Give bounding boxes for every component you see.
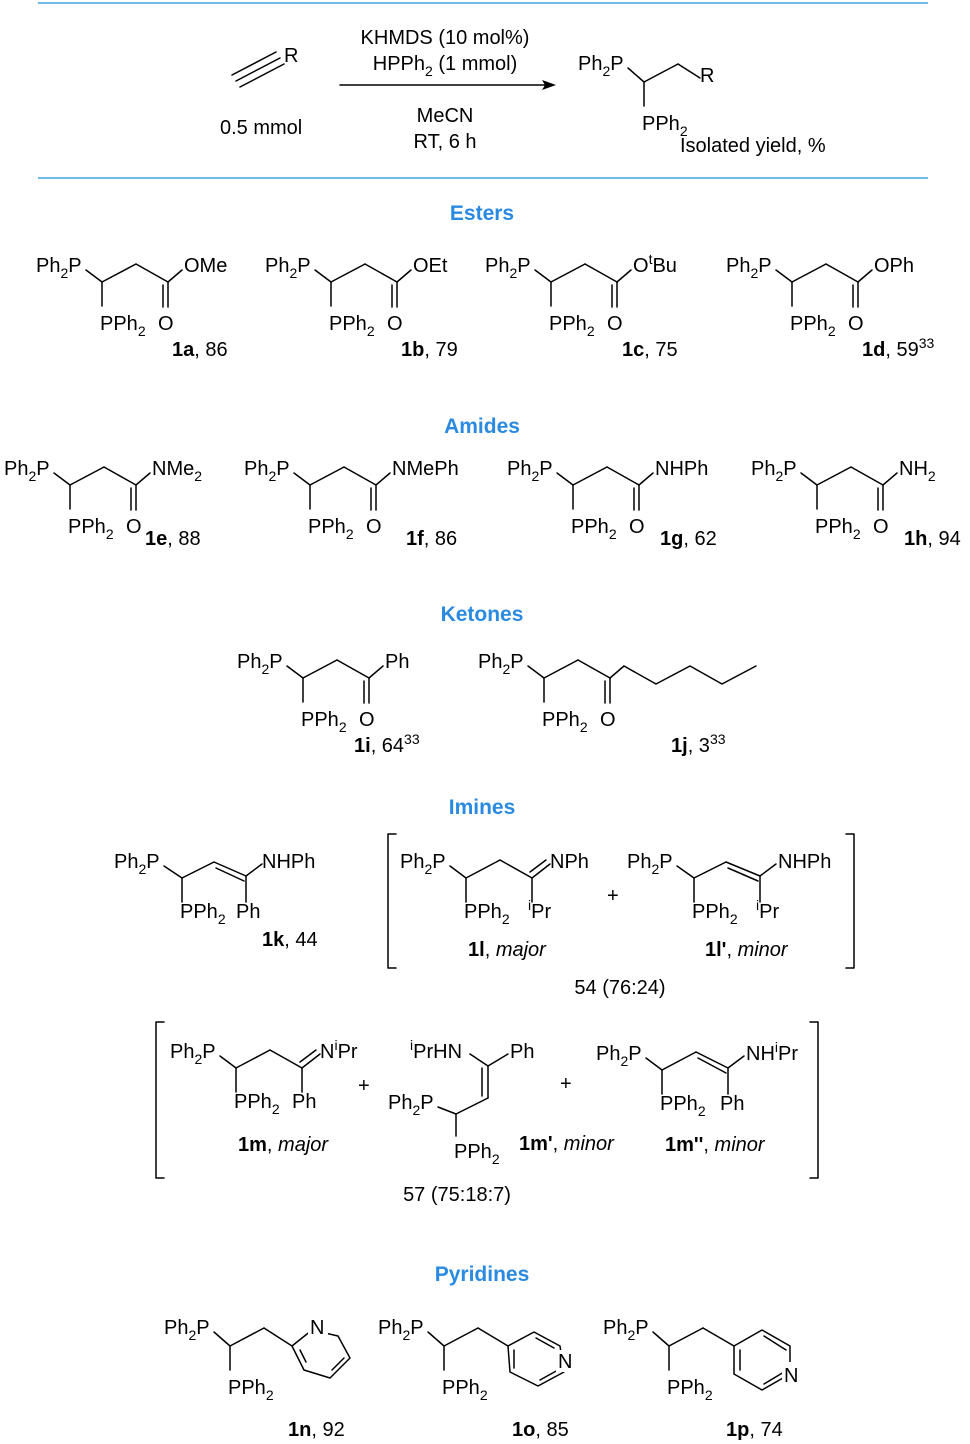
- alkyne-substrate: R 0.5 mmol: [220, 45, 302, 139]
- svg-text:NiPr: NiPr: [320, 1037, 358, 1063]
- yield-note: Isolated yield, %: [680, 135, 826, 157]
- substrate-amount: 0.5 mmol: [220, 117, 302, 139]
- svg-text:NHPh: NHPh: [655, 458, 708, 480]
- svg-text:1n, 92: 1n, 92: [288, 1419, 345, 1441]
- section-ketones: Ketones: [441, 603, 524, 626]
- svg-text:Ph: Ph: [385, 651, 409, 673]
- svg-text:1a, 86: 1a, 86: [172, 339, 228, 361]
- svg-text:1l', minor: 1l', minor: [705, 939, 789, 961]
- svg-text:Ph2P: Ph2P: [627, 851, 673, 877]
- compound-1l-prime: Ph2P NHPh PPh2 iPr 1l', minor: [627, 851, 831, 961]
- svg-text:iPr: iPr: [756, 897, 779, 923]
- svg-text:1m, major: 1m, major: [238, 1134, 329, 1156]
- svg-text:Ph2P: Ph2P: [170, 1041, 216, 1067]
- svg-text:Ph2P: Ph2P: [388, 1092, 434, 1118]
- reagent-khmds: KHMDS (10 mol%): [361, 27, 530, 49]
- svg-text:PPh2: PPh2: [234, 1091, 280, 1117]
- svg-text:PPh2: PPh2: [454, 1141, 500, 1167]
- svg-text:N: N: [558, 1351, 572, 1373]
- svg-text:OEt: OEt: [413, 255, 448, 277]
- plus-sign: +: [358, 1075, 370, 1097]
- svg-text:1f, 86: 1f, 86: [406, 528, 457, 550]
- compound-1p: N 1p, 74: [602, 1316, 802, 1441]
- reaction-arrow: KHMDS (10 mol%) HPPh2 (1 mmol) MeCN RT, …: [339, 27, 556, 153]
- ratio-1l: 54 (76:24): [574, 977, 665, 999]
- compound-1h: NH2 1h, 94: [750, 457, 961, 550]
- compound-1n: N 1n, 92: [163, 1316, 351, 1441]
- r-group: R: [284, 45, 298, 67]
- svg-text:Ph2P: Ph2P: [596, 1043, 642, 1069]
- svg-text:iPr: iPr: [528, 897, 551, 923]
- svg-text:NH2: NH2: [899, 458, 936, 484]
- section-imines: Imines: [449, 796, 516, 819]
- svg-text:PPh2: PPh2: [660, 1093, 706, 1119]
- reagent-hpph2: HPPh2 (1 mmol): [373, 53, 518, 79]
- svg-text:1p, 74: 1p, 74: [726, 1419, 783, 1441]
- svg-text:NPh: NPh: [550, 851, 589, 873]
- svg-text:1d, 5933: 1d, 5933: [862, 335, 934, 361]
- compound-1i: Ph 1i, 6433: [236, 650, 420, 757]
- plus-sign: +: [560, 1073, 572, 1095]
- compound-1m-double-prime: Ph2P NHiPr PPh2 Ph 1m'', minor: [596, 1039, 798, 1156]
- svg-text:OPh: OPh: [874, 255, 914, 277]
- compound-1j: 1j, 333: [477, 650, 757, 757]
- compound-1l: Ph2P NPh PPh2 iPr 1l, major: [400, 851, 589, 961]
- svg-text:NMe2: NMe2: [152, 458, 202, 484]
- svg-text:OMe: OMe: [184, 255, 227, 277]
- svg-text:R: R: [700, 65, 714, 87]
- bracket-1l-mixture: [387, 833, 855, 969]
- compound-1g: NHPh 1g, 62: [506, 457, 717, 550]
- section-esters: Esters: [450, 202, 514, 225]
- svg-text:1g, 62: 1g, 62: [660, 528, 717, 550]
- compound-1k: Ph2P NHPh PPh2 Ph 1k, 44: [114, 851, 318, 951]
- svg-text:1o, 85: 1o, 85: [512, 1419, 569, 1441]
- svg-text:NHPh: NHPh: [778, 851, 831, 873]
- compound-1c: OtBu 1c, 75: [484, 251, 678, 361]
- svg-text:PPh2: PPh2: [180, 901, 226, 927]
- compound-1m: Ph2P NiPr PPh2 Ph 1m, major: [170, 1037, 358, 1156]
- svg-text:N: N: [310, 1317, 324, 1339]
- svg-text:1j, 333: 1j, 333: [671, 731, 726, 757]
- compound-1f: NMePh 1f, 86: [243, 457, 459, 550]
- svg-text:OtBu: OtBu: [633, 251, 677, 277]
- svg-text:1l, major: 1l, major: [468, 939, 547, 961]
- svg-text:Ph: Ph: [292, 1091, 316, 1113]
- svg-text:Ph2P: Ph2P: [114, 851, 160, 877]
- svg-text:Ph: Ph: [510, 1041, 534, 1063]
- svg-text:1b, 79: 1b, 79: [401, 339, 458, 361]
- section-pyridines: Pyridines: [435, 1263, 530, 1286]
- svg-text:NHPh: NHPh: [262, 851, 315, 873]
- plus-sign: +: [607, 885, 619, 907]
- svg-text:1m', minor: 1m', minor: [519, 1133, 615, 1155]
- svg-text:N: N: [784, 1365, 798, 1387]
- ratio-1m: 57 (75:18:7): [403, 1184, 511, 1206]
- compound-1o: N 1o, 85: [377, 1316, 574, 1441]
- section-amides: Amides: [444, 415, 520, 438]
- svg-text:PPh2: PPh2: [464, 901, 510, 927]
- svg-text:1e, 88: 1e, 88: [145, 528, 201, 550]
- svg-text:Ph: Ph: [236, 901, 260, 923]
- compound-1d: OPh 1d, 5933: [725, 254, 934, 361]
- compound-1e: NMe2 1e, 88: [3, 457, 202, 550]
- compound-1a: OMe 1a, 86: [35, 254, 228, 361]
- svg-text:Ph: Ph: [720, 1093, 744, 1115]
- svg-text:1h, 94: 1h, 94: [904, 528, 961, 550]
- svg-text:NMePh: NMePh: [392, 458, 459, 480]
- conditions: RT, 6 h: [414, 131, 477, 153]
- svg-text:PPh2: PPh2: [692, 901, 738, 927]
- bracket-1m-mixture: [155, 1021, 819, 1179]
- product-general: R Isolated yield, %: [577, 52, 826, 157]
- svg-text:NHiPr: NHiPr: [746, 1039, 798, 1065]
- compound-1b: OEt 1b, 79: [264, 254, 458, 361]
- svg-text:1i, 6433: 1i, 6433: [354, 731, 420, 757]
- svg-text:1c, 75: 1c, 75: [622, 339, 678, 361]
- svg-text:1k, 44: 1k, 44: [262, 929, 318, 951]
- svg-text:1m'', minor: 1m'', minor: [665, 1134, 766, 1156]
- compound-1m-prime: iPrHN Ph Ph2P PPh2 1m', minor: [388, 1037, 615, 1167]
- svg-text:iPrHN: iPrHN: [410, 1037, 462, 1063]
- svg-text:Ph2P: Ph2P: [400, 851, 446, 877]
- solvent: MeCN: [417, 105, 474, 127]
